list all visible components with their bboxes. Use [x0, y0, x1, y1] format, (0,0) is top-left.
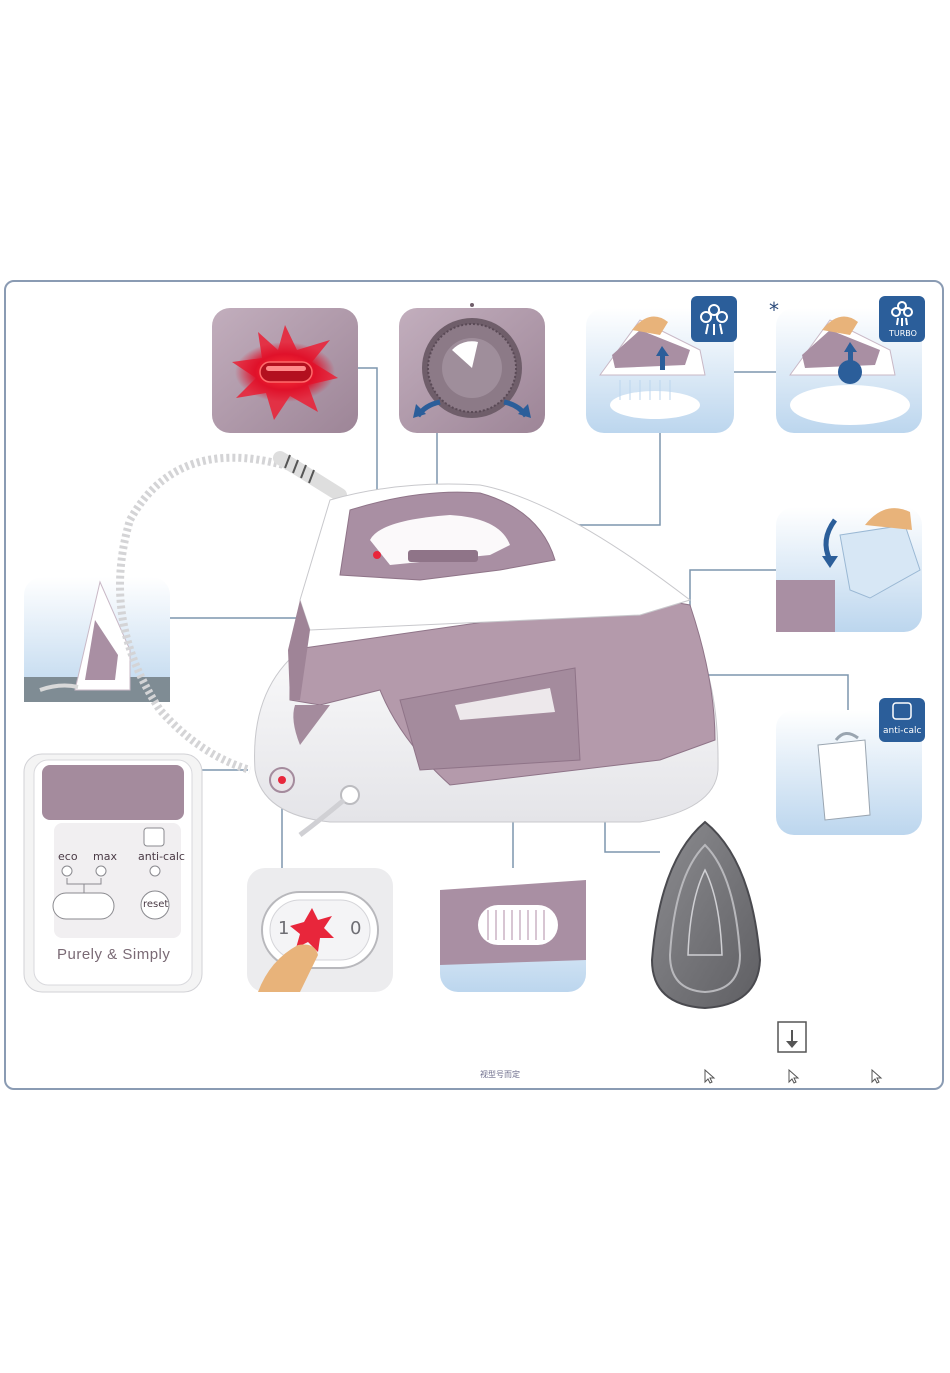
cursor-icon: [705, 1070, 714, 1083]
reset-label[interactable]: reset: [143, 899, 168, 910]
download-icon: [778, 1022, 806, 1052]
soleplate-illustration: [652, 822, 760, 1008]
eco-label: eco: [58, 850, 78, 863]
turbo-steam-panel: [776, 296, 925, 433]
temperature-dial-panel: [399, 303, 545, 433]
cursor-icon: [789, 1070, 798, 1083]
max-label: max: [93, 850, 117, 863]
anticalc-badge-label: anti-calc: [883, 726, 921, 736]
asterisk-note: *: [769, 298, 779, 322]
model-note: 视型号而定: [480, 1069, 520, 1080]
steam-generator-main: [120, 455, 718, 835]
cursor-icon: [872, 1070, 881, 1083]
turbo-label: TURBO: [889, 329, 917, 338]
steam-icon: [691, 296, 737, 342]
steam-mode-button: [53, 893, 114, 919]
switch-on-label: 1: [278, 918, 289, 939]
cord-storage-panel: [440, 868, 586, 992]
indicator-light-panel: [212, 308, 358, 433]
iron-indicator-light-icon: [373, 551, 381, 559]
power-switch-panel: [247, 868, 393, 992]
steam-button-panel: [586, 296, 737, 433]
brand-label: Purely & Simply: [57, 946, 170, 963]
switch-off-label: 0: [350, 918, 361, 939]
anticalc-small-icon: [144, 828, 164, 846]
anticalc-label: anti-calc: [138, 850, 185, 863]
water-filling-panel: [776, 507, 922, 632]
iron-resting-panel: [24, 577, 170, 702]
anticalc-cartridge-panel: [776, 698, 925, 835]
